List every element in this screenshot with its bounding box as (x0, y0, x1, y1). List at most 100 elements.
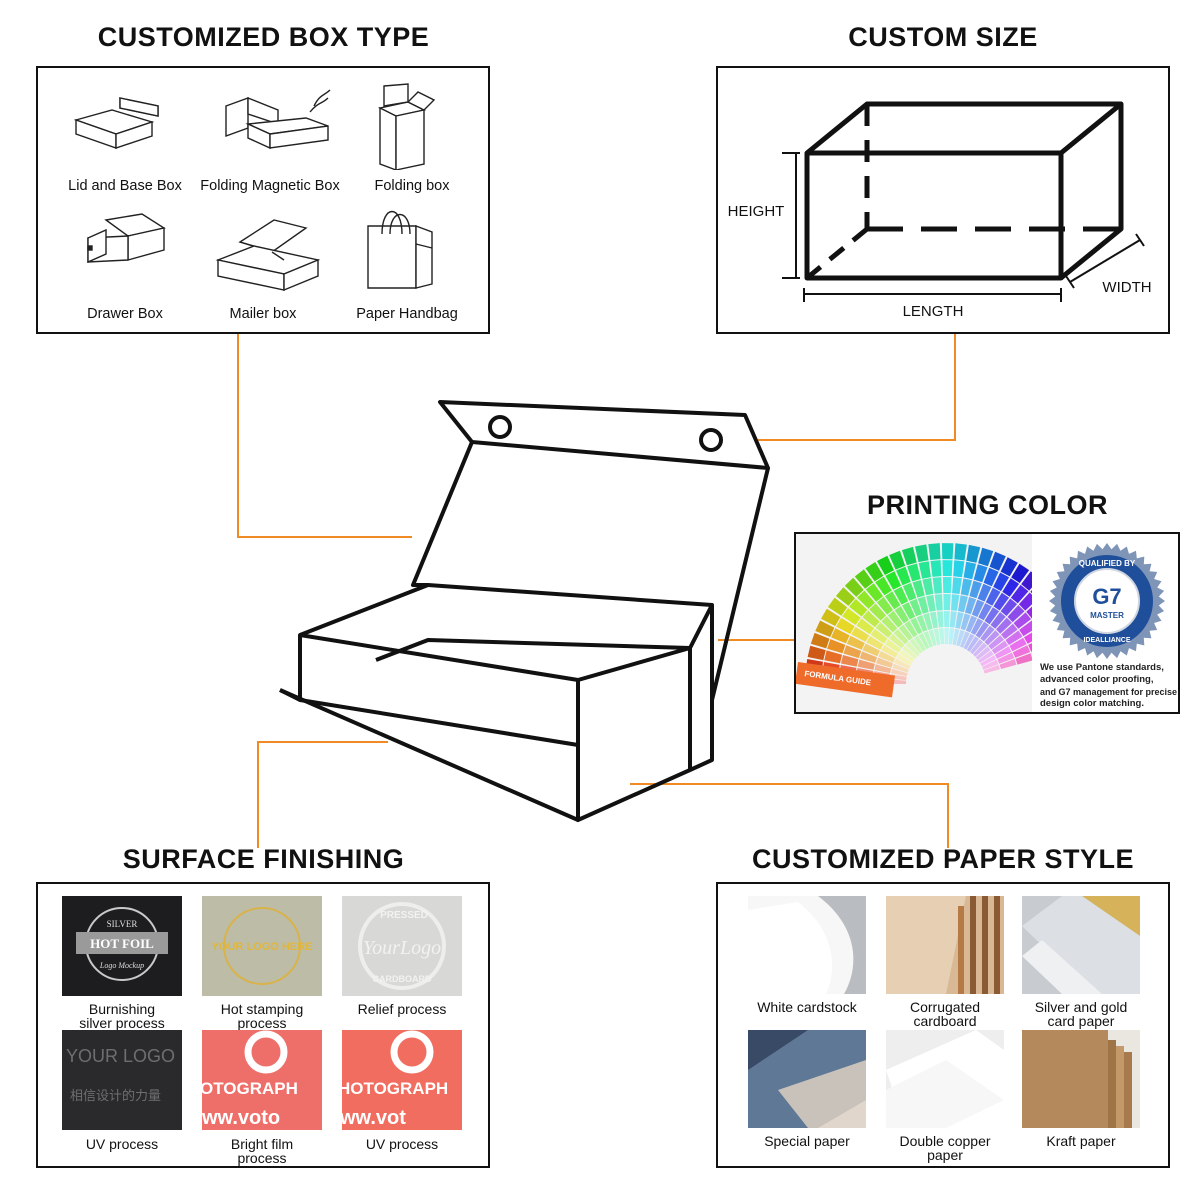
pantone-swatch (999, 659, 1017, 669)
pantone-swatch (989, 551, 1006, 571)
pantone-swatch (1012, 645, 1031, 658)
pantone-swatch (865, 583, 884, 602)
printing-description-line: advanced color proofing, (1040, 674, 1154, 685)
pantone-swatch (941, 543, 954, 560)
pantone-swatch (899, 649, 915, 663)
pantone-swatch (980, 625, 995, 642)
pantone-swatch (859, 651, 877, 663)
pantone-swatch (960, 613, 971, 631)
caption-line: Kraft paper (1046, 1133, 1116, 1149)
pantone-swatch (953, 560, 965, 578)
pantone-swatch (894, 606, 909, 624)
pantone-swatch (932, 577, 942, 594)
caption-line: Corrugated (909, 999, 981, 1015)
pantone-swatch (856, 618, 875, 635)
connector-custom-size (758, 333, 956, 441)
pantone-swatch (1002, 578, 1020, 597)
pantone-swatch (902, 645, 917, 659)
img-text: YOUR LOGO (66, 1046, 175, 1066)
pantone-swatch (1018, 592, 1032, 611)
pantone-swatch (1021, 571, 1032, 591)
badge-level-text: MASTER (1090, 611, 1124, 620)
pantone-swatch (930, 560, 942, 577)
surface-finishing-panel: SILVER HOT FOIL Logo Mockup YOUR LOGO HE… (36, 882, 490, 1168)
pantone-swatch (1005, 630, 1023, 645)
pantone-swatch (849, 598, 868, 617)
img-text: YOUR LOGO HERE (212, 941, 313, 953)
caption-line: Double copper (899, 1133, 991, 1149)
connector-surface (257, 741, 388, 848)
thumb-corrugated (886, 896, 1004, 994)
pantone-swatch (977, 583, 992, 602)
thumb-uv-black: YOUR LOGO 相信设计的力量 (62, 1030, 182, 1130)
badge-top-text: QUALIFIED BY (1079, 559, 1136, 568)
pantone-swatch (901, 546, 917, 566)
pantone-swatch (949, 611, 957, 628)
pantone-swatch (892, 663, 909, 673)
heading-box-type: CUSTOMIZED BOX TYPE (97, 22, 430, 52)
label-width: WIDTH (1102, 279, 1152, 296)
pantone-swatch (982, 659, 999, 670)
pantone-swatch (966, 544, 981, 563)
pantone-swatch (993, 592, 1010, 611)
pantone-swatch (970, 639, 984, 655)
pantone-swatch (994, 646, 1012, 659)
pantone-swatch (843, 645, 862, 659)
caption-line: UV process (85, 1136, 159, 1152)
folding-box-icon (377, 83, 436, 170)
badge-logo-text: G7 (1092, 584, 1121, 609)
pantone-swatch (939, 628, 945, 645)
label-uv-process-1: UV process (52, 1137, 192, 1151)
pantone-swatch (854, 569, 874, 589)
pantone-swatch (952, 577, 962, 594)
magnet-left (488, 415, 512, 439)
drawer-box-icon (87, 213, 166, 264)
label-kraft-paper: Kraft paper (1012, 1134, 1150, 1148)
pantone-swatch (943, 594, 951, 611)
pantone-swatch (835, 587, 856, 606)
pantone-swatch (988, 635, 1005, 650)
dimension-cuboid-diagram (782, 101, 1145, 302)
pantone-swatch (877, 555, 894, 575)
pantone-swatch (1028, 643, 1032, 652)
pantone-swatch (951, 594, 960, 611)
heading-paper-style: CUSTOMIZED PAPER STYLE (751, 844, 1135, 874)
pantone-swatch (969, 580, 982, 599)
pantone-swatch (978, 603, 992, 621)
pantone-swatch (905, 641, 920, 657)
pantone-swatch (896, 654, 913, 666)
pantone-swatch (1024, 632, 1032, 644)
pantone-swatch (810, 632, 830, 649)
pantone-swatch (922, 578, 934, 596)
pantone-swatch (889, 633, 905, 649)
caption-line: process (237, 1150, 287, 1166)
pantone-swatch (984, 630, 1000, 646)
img-text: Logo Mockup (99, 961, 144, 970)
pantone-swatch (936, 611, 944, 628)
pantone-swatch (942, 577, 952, 594)
printing-color-panel: FORMULA GUIDE QUALIFIED BY G7 MASTER IDE… (794, 532, 1180, 714)
pantone-swatch (985, 587, 1001, 606)
caption-line: Hot stamping (220, 1001, 304, 1017)
img-text: ww.voto (202, 1107, 280, 1129)
badge-bottom-text: IDEALLIANCE (1083, 637, 1130, 644)
label-height: HEIGHT (727, 203, 785, 220)
caption-line: UV process (365, 1136, 439, 1152)
caption-line: White cardstock (757, 999, 857, 1015)
caption-line: Silver and gold (1034, 999, 1128, 1015)
img-text: HOT FOIL (90, 936, 154, 951)
thumb-hot-stamping: YOUR LOGO HERE (202, 896, 322, 996)
pantone-swatch (1000, 557, 1018, 577)
pantone-swatch (915, 544, 929, 563)
pantone-swatch (842, 608, 861, 625)
pantone-swatch (1011, 563, 1030, 583)
printing-description-line: and G7 management for precise (1040, 687, 1178, 697)
pantone-swatch (878, 651, 896, 663)
pantone-swatch (1001, 623, 1018, 640)
paper-handbag-icon (367, 211, 433, 289)
pantone-swatch (807, 645, 826, 661)
label-relief: Relief process (332, 1002, 472, 1016)
